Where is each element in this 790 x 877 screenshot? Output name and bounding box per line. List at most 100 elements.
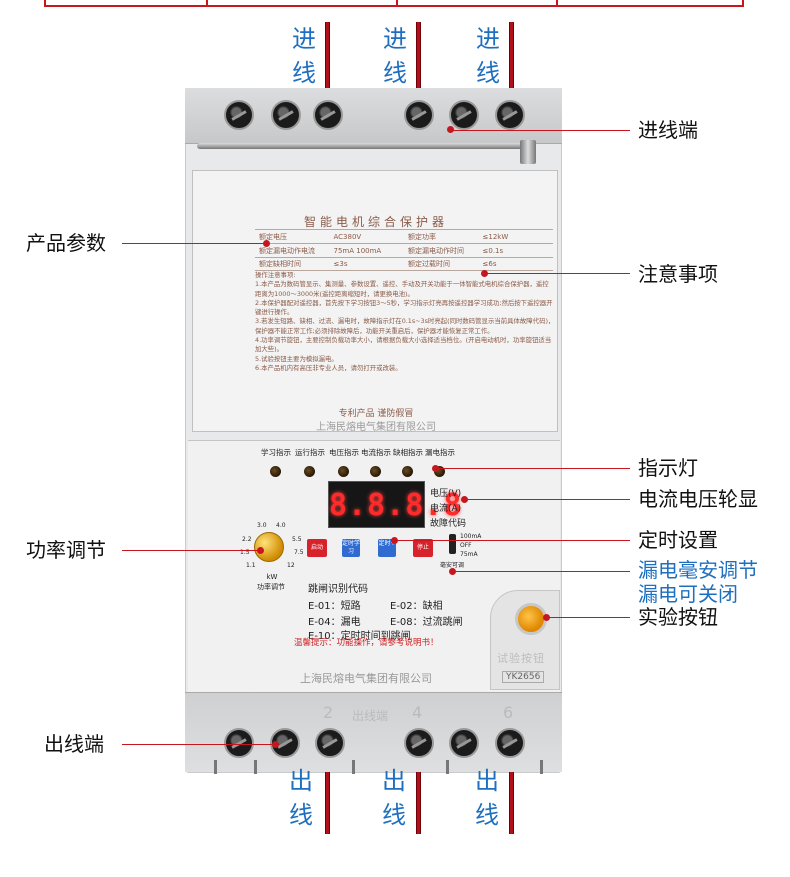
terminal-number: 2 [323,703,334,722]
callout-dot [461,496,468,503]
current-label: 电流(A) [430,504,462,514]
indicator-label: 电压指示 [329,448,359,457]
vent-slot [214,760,217,774]
antenna [197,143,527,149]
inlet-wire-1 [325,22,330,88]
callout-dot [449,568,456,575]
trip-code: E-01：短路 [308,601,361,612]
outlet-cap-text: 出线端 [352,709,389,723]
inlet-screw-6 [495,100,525,130]
callout-dot [432,465,439,472]
vent-slot [446,760,449,774]
warning-tip: 温馨提示：功能操作，请参考说明书！ [294,638,439,648]
timer-plus-button[interactable]: 定时+ [378,539,396,557]
knob-scale: 4.0 [276,522,286,529]
outlet-screw-6 [495,728,525,758]
annotation-outlet: 出线端 [44,732,104,756]
vent-slot [540,760,543,774]
annotation-power-adjust: 功率调节 [26,538,106,562]
annotation-indicator: 指示灯 [638,456,698,480]
patent-notice: 专利产品 谨防假冒 [338,409,414,419]
switch-caption: 毫安可调 [440,562,465,569]
indicator-label: 漏电指示 [425,448,455,457]
callout-dot [272,741,279,748]
outlet-screw-5 [449,728,479,758]
callout-dot [257,547,264,554]
callout-line [396,540,630,541]
current-indicator-led [370,466,381,477]
knob-scale: 3.0 [257,522,267,529]
face-company: 上海民熔电气集团有限公司 [300,672,432,685]
leakage-ma-switch[interactable] [449,534,456,554]
top-table-border [44,0,744,7]
learn-indicator-led [270,466,281,477]
knob-scale: 5.5 [292,536,302,543]
outlet-screw-4 [404,728,434,758]
inlet-screw-3 [313,100,343,130]
operation-notes: 操作注意事项: 1.本产品为数码管显示、集测量、参数设置、遥控、手动及开关功能于… [255,271,555,372]
outlet-screw-3 [315,728,345,758]
callout-dot [543,614,550,621]
knob-unit: kW [266,573,278,581]
voltage-label: 电压(V) [430,489,462,499]
trip-code: E-02：缺相 [390,601,443,612]
inlet-wire-3 [509,22,514,88]
callout-line [122,243,264,244]
knob-caption: 功率调节 [257,583,285,591]
callout-line [437,468,630,469]
annotation-test-button: 实验按钮 [638,605,718,629]
annotation-leak-adjust: 漏电毫安调节 [638,558,758,582]
callout-dot [263,240,270,247]
trip-code: E-08：过流跳闸 [390,617,463,628]
test-button[interactable] [515,603,547,635]
trip-codes-title: 跳闸识别代码 [308,584,368,595]
inlet-wire-label-2: 进线 [383,25,407,87]
indicator-label: 缺相指示 [393,448,423,457]
annotation-timer: 定时设置 [638,528,718,552]
label-company: 上海民熔电气集团有限公司 [316,422,436,433]
callout-line [454,571,630,572]
start-button[interactable]: 启动 [307,539,327,557]
callout-dot [481,270,488,277]
knob-scale: 12 [287,562,295,569]
outlet-wire-label-1: 出线 [289,767,313,829]
leakage-indicator-led [434,466,445,477]
stop-button[interactable]: 停止 [413,539,433,557]
led-digit-display: 8.8.8.8 [328,481,461,528]
model-number: YK2656 [502,671,545,683]
outlet-wire-3 [509,772,514,834]
annotation-display-cycle: 电流电压轮显 [638,487,758,511]
callout-line [466,499,630,500]
knob-scale: 2.2 [242,536,252,543]
callout-dot [447,126,454,133]
annotation-leak-off: 漏电可关闭 [638,582,738,606]
trip-code: E-10：定时时间到跳闸 [308,631,411,642]
run-indicator-led [304,466,315,477]
vent-slot [352,760,355,774]
callout-line [486,273,630,274]
indicator-label: 运行指示 [295,448,325,457]
inlet-wire-2 [416,22,421,88]
terminal-number: 6 [503,703,514,722]
callout-line [452,130,630,131]
inlet-screw-2 [271,100,301,130]
spec-row: 额定缺相时间≤3s 额定过载时间≤6s [255,257,553,271]
inlet-screw-4 [404,100,434,130]
outlet-screw-1 [224,728,254,758]
fault-code-label: 故障代码 [430,519,467,529]
inlet-wire-label-3: 进线 [476,25,500,87]
knob-scale: 1.1 [246,562,256,569]
vent-slot [254,760,257,774]
knob-scale: 1.5 [240,549,250,556]
switch-option: 100mA [460,533,482,540]
inlet-screw-5 [449,100,479,130]
antenna-tip [520,140,536,164]
label-title: 智能电机综合保护器 [303,215,448,229]
annotation-product-params: 产品参数 [26,231,106,255]
outlet-wire-label-3: 出线 [475,767,499,829]
timer-learn-button[interactable]: 定时学习 [342,539,361,557]
